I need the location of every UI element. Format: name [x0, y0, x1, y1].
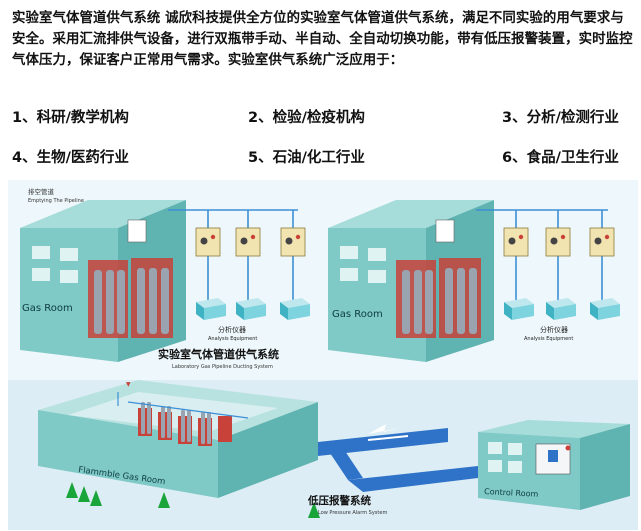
control-room-label: Control Room — [484, 487, 539, 499]
gas-room-label: Gas Room — [22, 303, 73, 314]
application-item: 6、食品/卫生行业 — [502, 150, 619, 166]
application-item: 5、石油/化工行业 — [248, 150, 365, 166]
trees — [66, 482, 320, 518]
regulator-panels-left — [195, 227, 306, 257]
regulator-panels-right — [503, 227, 615, 257]
system-title-en: Laboratory Gas Pipeline Ducting System — [172, 364, 273, 370]
control-room: Control Room — [478, 420, 630, 510]
gas-system-diagram: Gas Room 排空管道 Emptying The Pipeline 分析 — [8, 180, 638, 530]
exhaust-label-cn: 排空管道 — [28, 187, 55, 196]
alarm-system-en: Low Pressure Alarm System — [318, 510, 387, 516]
application-item: 2、检验/检疫机构 — [248, 110, 365, 126]
system-title-cn: 实验室气体管道供气系统 — [158, 347, 279, 361]
analysis-label-en-right: Analysis Equipment — [524, 336, 573, 342]
analysis-equipment-left — [196, 298, 310, 320]
pipeline-right — [476, 209, 608, 300]
application-row: 1、科研/教学机构 2、检验/检疫机构 3、分析/检测行业 — [12, 106, 634, 146]
gas-room-building-right: Gas Room — [328, 200, 494, 362]
gas-room-building-left: Gas Room — [20, 200, 186, 362]
exhaust-label-en: Emptying The Pipeline — [28, 198, 84, 204]
intro-paragraph: 实验室气体管道供气系统 诚欣科技提供全方位的实验室气体管道供气系统，满足不同实验… — [12, 11, 633, 68]
alarm-icon: ▼ — [126, 381, 131, 388]
application-list: 1、科研/教学机构 2、检验/检疫机构 3、分析/检测行业 4、生物/医药行业 … — [12, 106, 634, 186]
application-item: 3、分析/检测行业 — [502, 110, 619, 126]
analysis-label-cn-left: 分析仪器 — [218, 325, 246, 334]
analysis-label-cn-right: 分析仪器 — [540, 325, 568, 334]
analysis-label-en-left: Analysis Equipment — [208, 336, 257, 342]
alarm-pipeline — [318, 424, 478, 492]
application-item: 4、生物/医药行业 — [12, 150, 129, 166]
alarm-system-cn: 低压报警系统 — [307, 494, 371, 507]
pipeline-left — [168, 209, 298, 300]
gas-room-label: Gas Room — [332, 309, 383, 320]
flammable-gas-room: ▼ Flammble Gas Room — [38, 380, 318, 498]
application-item: 1、科研/教学机构 — [12, 110, 129, 126]
application-row: 4、生物/医药行业 5、石油/化工行业 6、食品/卫生行业 — [12, 146, 634, 186]
analysis-equipment-right — [504, 298, 620, 320]
